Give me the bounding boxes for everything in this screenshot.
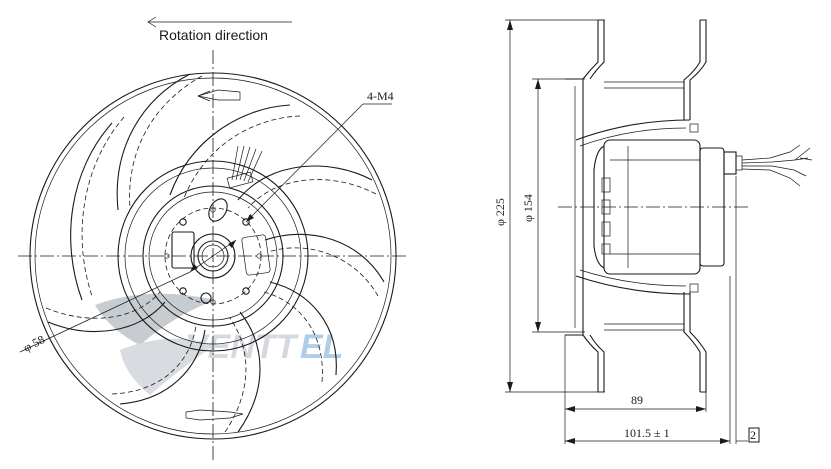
thread-label: 4-M4	[367, 89, 394, 103]
back-plate	[575, 19, 707, 393]
thread-leader-arrow	[246, 214, 254, 222]
overall-dim-arrow-right	[720, 438, 730, 444]
flange-label: 2	[750, 428, 756, 442]
capacitor	[208, 198, 228, 222]
shaft-diameter-line	[189, 239, 237, 273]
shaft-diameter-label: φ 58	[21, 332, 47, 354]
overall-length-label: 101.5 ± 1	[624, 426, 670, 440]
terminal-box	[171, 231, 195, 269]
impeller-outer-ring-inner	[34, 77, 392, 435]
shaft-ring-inner	[197, 240, 229, 272]
hub-ring-second	[124, 167, 302, 345]
flange-label-box	[748, 427, 760, 443]
cable-gland	[723, 144, 813, 187]
depth-dim-arrow-right	[696, 406, 706, 412]
thread-leader-line	[245, 103, 364, 223]
outer-diameter-label: φ 225	[493, 198, 507, 226]
cable-bundle	[226, 145, 263, 189]
front-view: Rotation direction	[18, 16, 408, 462]
impeller-blades	[45, 73, 385, 433]
flow-arrow-bottom	[185, 409, 244, 421]
motor-body	[593, 123, 725, 293]
rotation-arrowhead	[147, 16, 157, 28]
rotation-direction-label: Rotation direction	[159, 27, 268, 43]
watermark-text-gray: VENTT	[185, 328, 300, 366]
inner-diameter-label: φ 154	[521, 194, 535, 222]
ground-symbol	[200, 292, 212, 304]
depth-label: 89	[631, 393, 643, 407]
hub-ring-outer	[117, 160, 309, 352]
shaft-diameter-arrow-a	[228, 240, 236, 248]
rating-label-plate	[241, 234, 271, 276]
outer-dim-arrow-bottom	[507, 382, 513, 392]
depth-dim-arrow-left	[565, 406, 575, 412]
outer-dim-arrow-top	[507, 20, 513, 30]
shaft-ring-outer	[190, 233, 236, 279]
overall-dim-arrow-left	[565, 438, 575, 444]
motor-plate-ring	[142, 185, 284, 327]
shaft-bore	[201, 244, 225, 268]
inner-dim-arrow-top	[535, 79, 541, 89]
inner-dim-arrow-bottom	[535, 322, 541, 332]
flow-arrow-top	[197, 89, 241, 102]
mounting-holes	[164, 207, 262, 305]
side-view: φ 225 φ 154	[493, 19, 813, 444]
shaft-diameter-leader	[19, 271, 191, 353]
impeller-outer-ring	[29, 72, 397, 440]
shaft-diameter-arrow-b	[190, 264, 198, 272]
motor-plate-ring-inner	[148, 191, 278, 321]
watermark-logo: VENTT EL	[95, 293, 343, 395]
watermark-text-blue: EL	[300, 328, 343, 366]
inlet-cone	[565, 19, 605, 393]
